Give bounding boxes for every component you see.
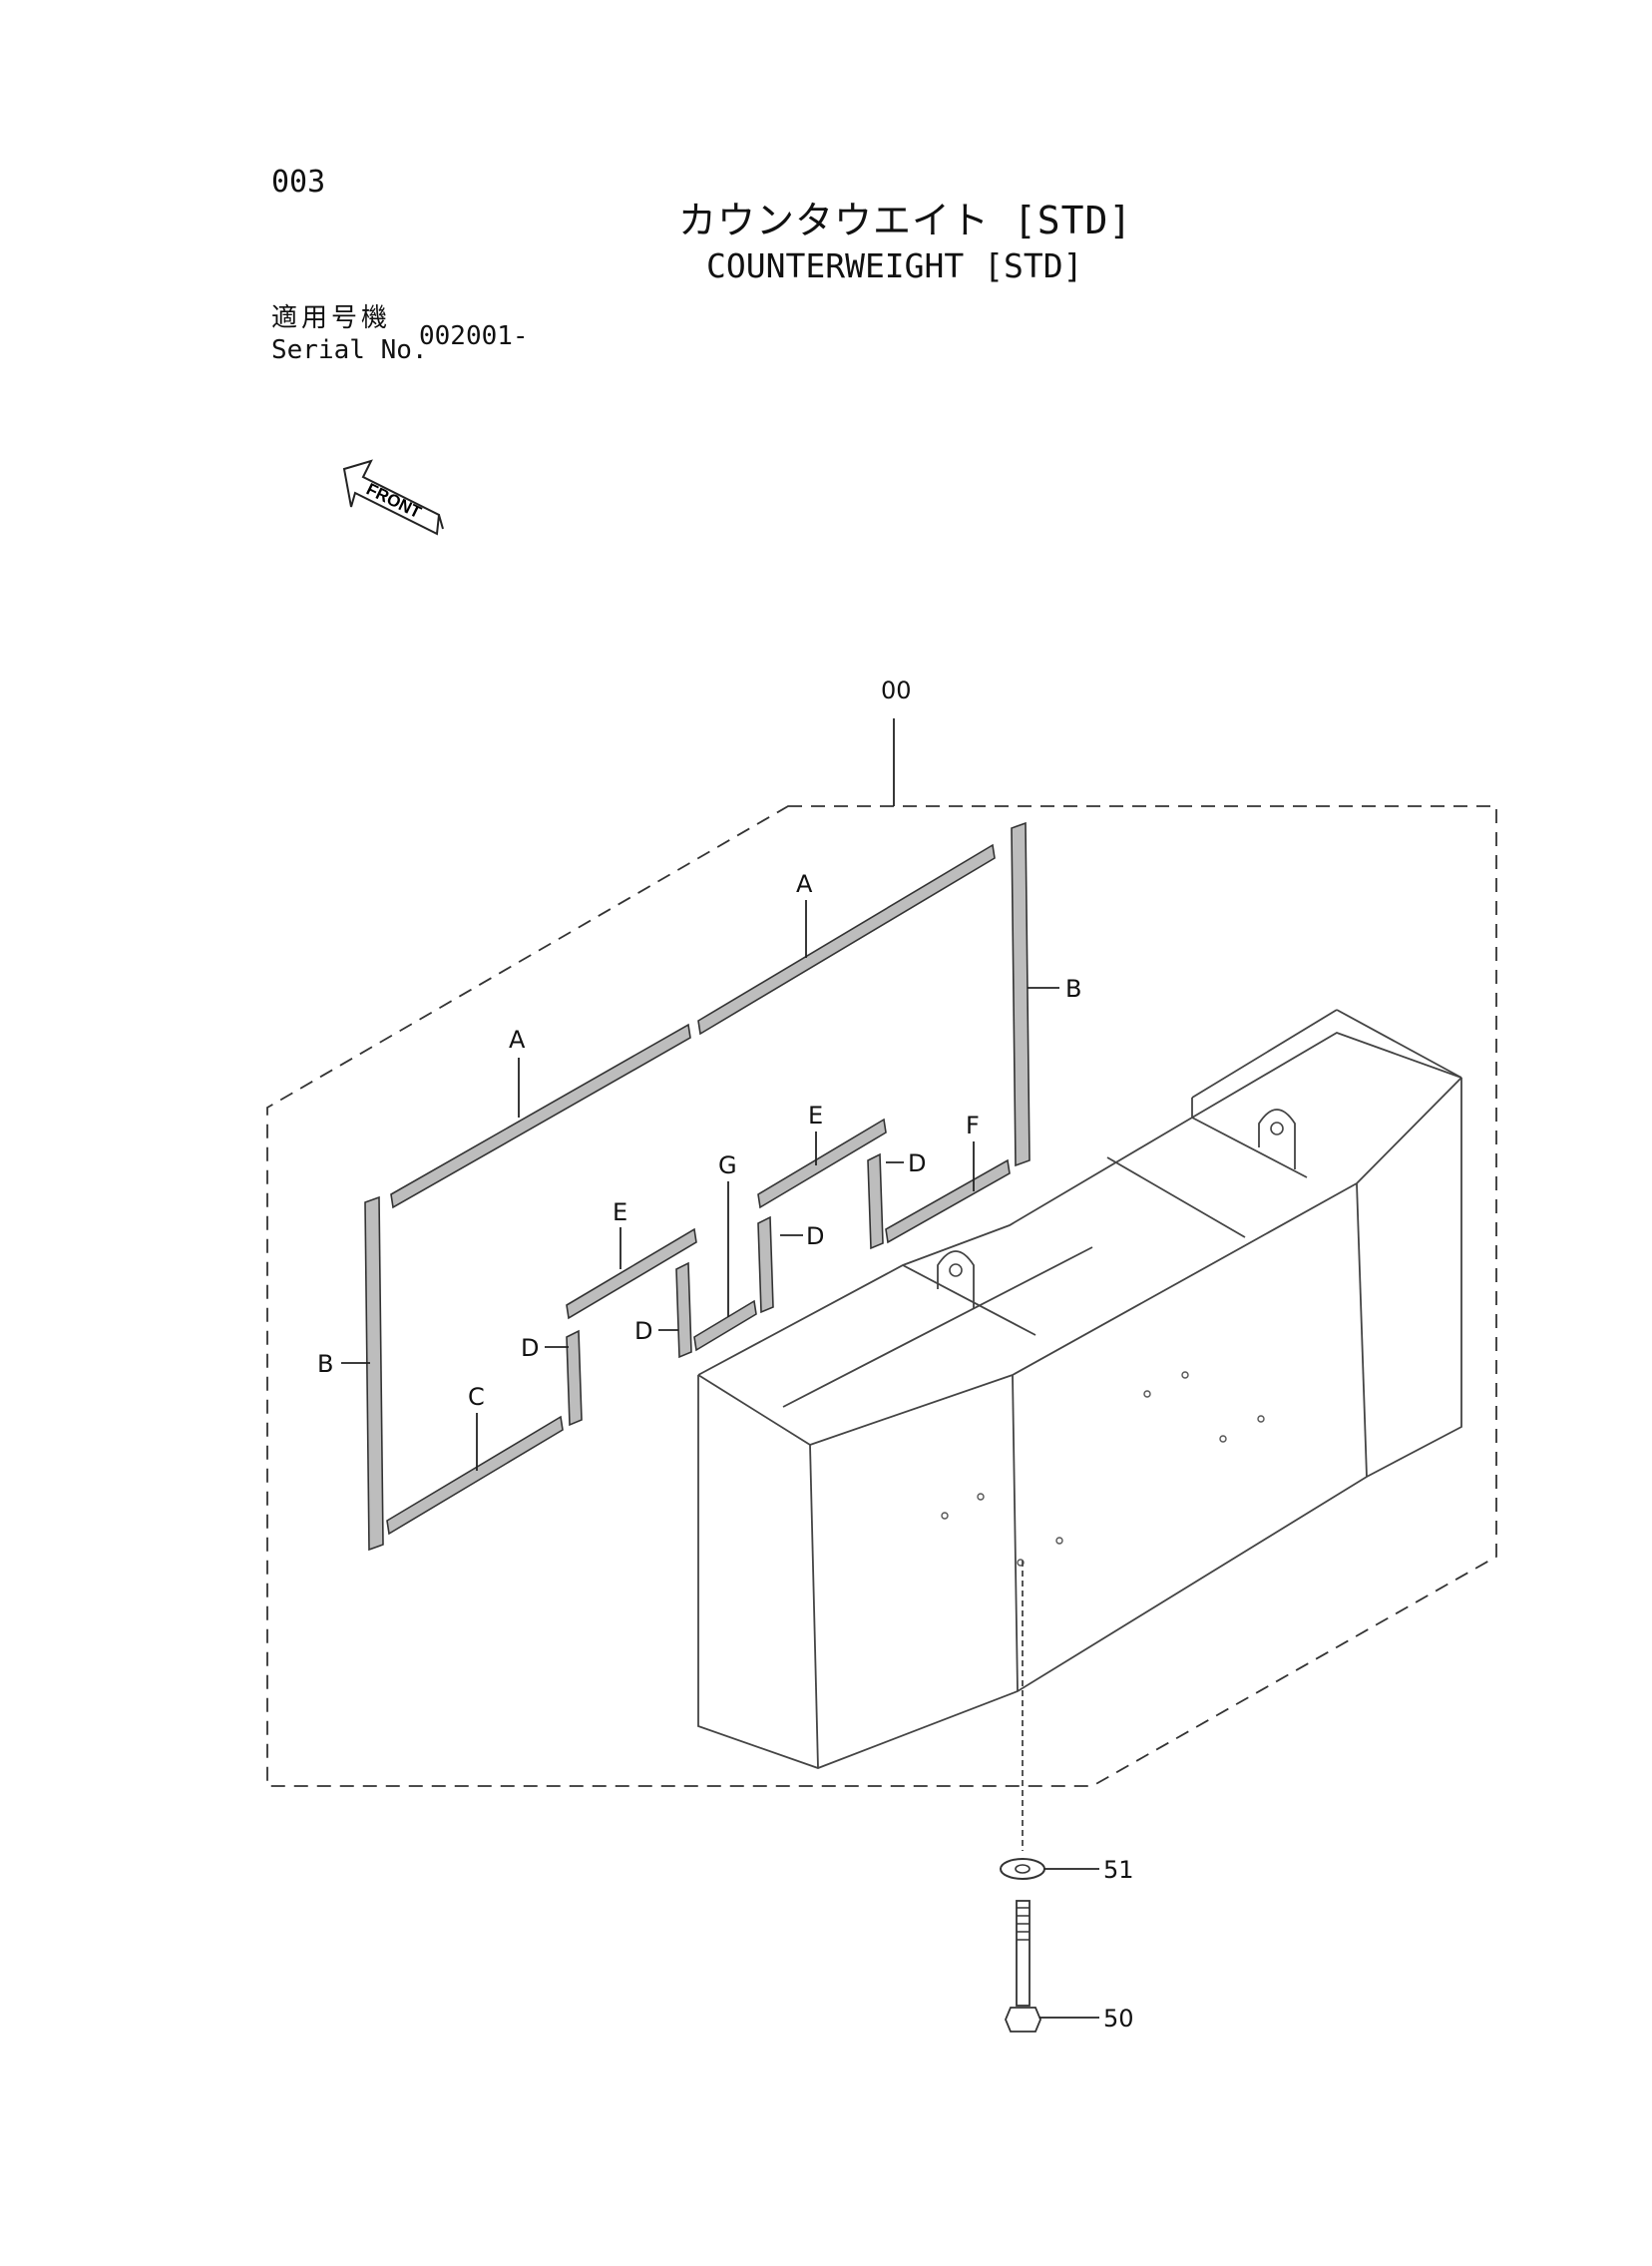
title-japanese: カウンタウエイト [STD] [678, 199, 1133, 242]
callout-d-4: D [908, 1149, 926, 1177]
callout-51: 51 [1103, 1856, 1134, 1884]
callout-a-left: A [509, 1026, 526, 1054]
callout-g: G [718, 1151, 737, 1179]
strip-b-left [364, 1195, 384, 1552]
strip-c [386, 1415, 564, 1536]
strip-e-2 [757, 1118, 887, 1209]
bolt-icon [1005, 1900, 1041, 2033]
callout-d-1: D [521, 1334, 539, 1362]
serial-label-japanese: 適用号機 [271, 303, 392, 333]
rubber-strips [364, 821, 1031, 1552]
serial-number-value: 002001- [419, 321, 529, 351]
strip-a-right [697, 843, 996, 1036]
callout-a-right: A [796, 870, 813, 898]
strip-d-2 [675, 1261, 692, 1359]
callout-d-3: D [806, 1222, 824, 1250]
callout-e-2: E [808, 1102, 823, 1130]
strip-d-1 [566, 1329, 583, 1427]
strip-d-4 [867, 1152, 884, 1250]
leader-lines [341, 900, 1099, 2019]
strip-a-left [390, 1023, 691, 1209]
callout-50: 50 [1103, 2005, 1134, 2033]
strip-d-3 [757, 1215, 774, 1314]
callout-e-1: E [613, 1198, 627, 1226]
serial-label-english: Serial No. [271, 335, 428, 365]
page-number: 003 [271, 165, 326, 200]
callout-b-right: B [1065, 975, 1081, 1003]
assembly-boundary [266, 805, 1497, 1787]
front-label: FRONT [363, 480, 425, 523]
counterweight-body [697, 1009, 1462, 1769]
strip-e-1 [566, 1227, 697, 1320]
bolt-and-washer [1000, 1561, 1045, 2033]
front-arrow-icon: FRONT [342, 459, 444, 536]
callout-labels: A A B B C D D D D E E F G 51 50 [317, 870, 1134, 2033]
strip-f [885, 1158, 1011, 1244]
callout-d-2: D [634, 1317, 652, 1345]
callout-00: 00 [881, 677, 912, 704]
title-english: COUNTERWEIGHT [STD] [706, 246, 1083, 285]
strip-b-right [1011, 821, 1031, 1167]
callout-f: F [966, 1112, 980, 1139]
callout-b-left: B [317, 1350, 333, 1378]
strip-g [693, 1299, 757, 1352]
callout-c: C [468, 1383, 485, 1411]
